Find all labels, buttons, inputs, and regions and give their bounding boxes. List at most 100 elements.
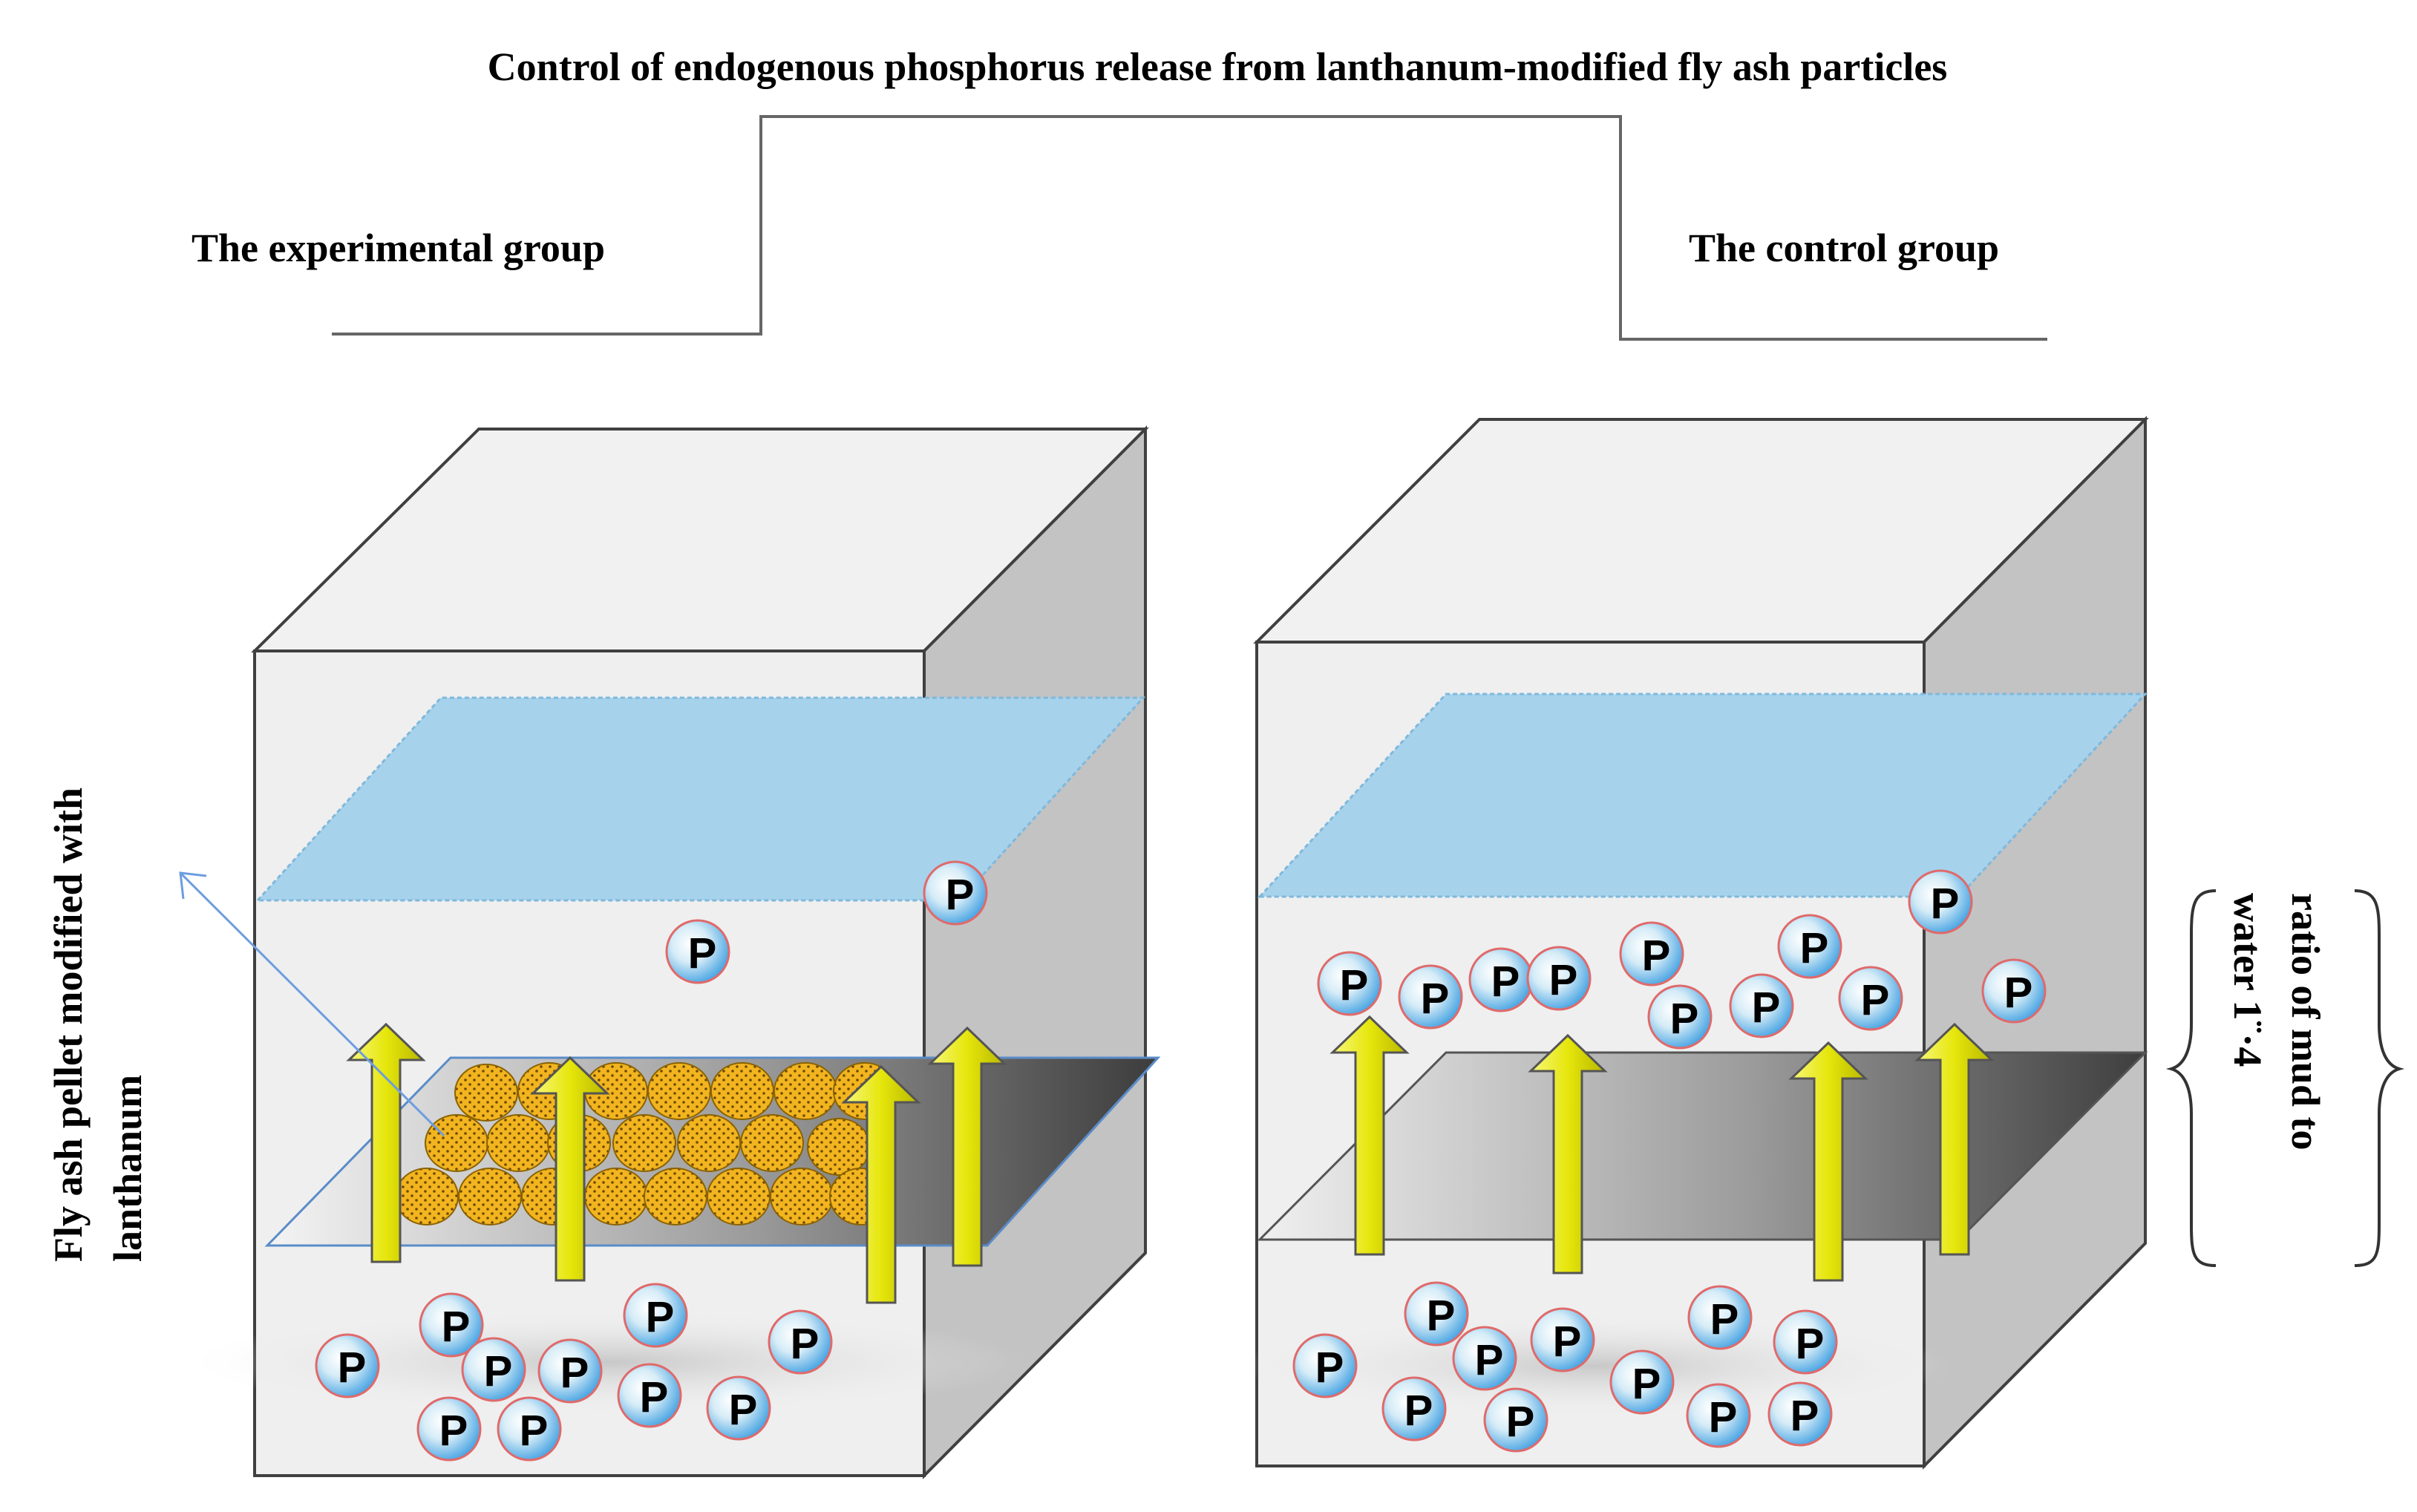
phosphorus-particle-icon: P	[416, 1396, 482, 1462]
particle-label: P	[2004, 969, 2033, 1017]
phosphorus-particle-icon: P	[1483, 1387, 1548, 1453]
particle-label: P	[1632, 1360, 1661, 1408]
phosphorus-particle-icon: P	[315, 1333, 380, 1398]
phosphorus-particle-icon: P	[1687, 1285, 1753, 1350]
fly-ash-pellet-icon	[677, 1114, 741, 1172]
ratio-label-line2: water 1¨·4	[2225, 893, 2270, 1067]
particle-label: P	[791, 1320, 820, 1368]
fly-ash-pellet-icon	[740, 1114, 804, 1172]
phosphorus-particle-icon: P	[1647, 984, 1713, 1050]
phosphorus-particle-icon: P	[1526, 946, 1592, 1011]
fly-ash-pellet-icon	[425, 1114, 488, 1172]
phosphorus-particle-icon: P	[1773, 1309, 1838, 1375]
particle-label: P	[1752, 984, 1781, 1032]
phosphorus-particle-icon: P	[1767, 1381, 1833, 1447]
particle-label: P	[1506, 1398, 1535, 1446]
phosphorus-particle-icon: P	[497, 1396, 562, 1462]
fly-ash-pellet-icon	[773, 1062, 837, 1120]
upward-arrow-icon	[530, 1056, 610, 1282]
phosphorus-particle-icon: P	[1777, 914, 1842, 979]
particle-label: P	[688, 929, 717, 978]
fly-ash-pellet-icon	[807, 1118, 871, 1176]
upward-arrow-group	[346, 1015, 1995, 1304]
fly-ash-pellet-icon	[612, 1114, 676, 1172]
particle-label: P	[1404, 1387, 1433, 1435]
pellet-label-line2: lanthanum	[105, 1075, 150, 1262]
upward-arrow-icon	[1788, 1041, 1868, 1282]
phosphorus-particle-icon: P	[1317, 951, 1382, 1016]
particle-label: P	[1553, 1318, 1582, 1366]
particle-label: P	[1790, 1392, 1819, 1440]
water-surface	[1257, 693, 2148, 898]
particle-label: P	[1861, 976, 1890, 1024]
phosphorus-particle-icon: P	[419, 1292, 484, 1358]
particle-label: P	[1710, 1295, 1739, 1344]
particle-label: P	[1549, 956, 1578, 1004]
phosphorus-particle-icon: P	[1404, 1281, 1469, 1346]
particle-label: P	[1642, 932, 1671, 980]
particle-label: P	[1340, 961, 1369, 1009]
water-surface	[255, 696, 1146, 902]
phosphorus-particle-icon: P	[1468, 947, 1534, 1012]
particle-label: P	[640, 1373, 669, 1421]
fly-ash-pellet-icon	[395, 1168, 459, 1225]
phosphorus-particle-icon: P	[1838, 966, 1903, 1031]
ratio-label-line1: ratio of mud to	[2283, 893, 2328, 1150]
particle-label: P	[1800, 924, 1829, 972]
pellet-pointer-arrowhead	[179, 871, 207, 900]
phosphorus-particle-icon: P	[1908, 869, 1973, 935]
phosphorus-particle-icon: P	[1398, 964, 1463, 1030]
particle-label: P	[439, 1407, 468, 1455]
phosphorus-particle-icon: P	[1609, 1349, 1675, 1415]
particle-label: P	[520, 1407, 549, 1455]
particle-label: P	[1421, 975, 1450, 1023]
fly-ash-pellet-icon	[644, 1168, 707, 1225]
particle-label: P	[1427, 1292, 1456, 1340]
phosphorus-particle-icon: P	[461, 1337, 526, 1402]
phosphorus-particle-icon: P	[1452, 1326, 1517, 1391]
phosphorus-particle-icon: P	[1381, 1376, 1447, 1441]
pellet-pointer-arrow	[179, 871, 445, 1137]
phosphorus-particle-icon: P	[537, 1338, 603, 1404]
phosphorus-particle-icon: P	[1619, 921, 1684, 986]
phosphorus-particle-icon: P	[665, 919, 730, 984]
particle-label: P	[946, 871, 975, 919]
particle-label: P	[1491, 958, 1520, 1006]
pellet-label-line1: Fly ash pellet modified with	[46, 788, 91, 1262]
upward-arrow-icon	[927, 1026, 1007, 1267]
upward-arrow-icon	[1528, 1033, 1608, 1274]
phosphorus-particle-icon: P	[706, 1375, 771, 1441]
phosphorus-particle-icon: P	[617, 1363, 682, 1428]
particle-label: P	[338, 1344, 367, 1392]
control-group-label: The control group	[1689, 226, 1999, 270]
upward-arrow-icon	[1329, 1015, 1410, 1256]
upward-arrow-icon	[1914, 1022, 1995, 1256]
phosphorus-particle-icon: P	[768, 1309, 833, 1375]
experimental-group-label: The experimental group	[192, 226, 605, 270]
diagram-title: Control of endogenous phosphorus release…	[488, 45, 1948, 89]
particle-label: P	[1670, 995, 1699, 1043]
particle-label: P	[1796, 1320, 1825, 1368]
fly-ash-pellet-icon	[770, 1168, 834, 1225]
upward-arrow-icon	[841, 1064, 921, 1304]
phosphorus-particle-icon: P	[1686, 1383, 1751, 1448]
particle-label: P	[1475, 1336, 1504, 1384]
particle-label: P	[560, 1349, 589, 1397]
phosphorus-particle-icon: P	[1981, 958, 2047, 1024]
particle-label: P	[646, 1293, 675, 1341]
fly-ash-pellet-icon	[458, 1168, 522, 1225]
particle-label: P	[729, 1386, 758, 1434]
fly-ash-pellet-icon	[584, 1168, 648, 1225]
fly-ash-pellet-layer	[395, 1062, 897, 1225]
curly-brace-icon	[2165, 889, 2217, 1267]
phosphorus-particle-icon: P	[623, 1283, 688, 1348]
phosphorus-particle-icon: P	[1530, 1307, 1595, 1372]
curly-brace-icon	[2354, 889, 2405, 1267]
fly-ash-pellet-icon	[710, 1062, 774, 1120]
group-bracket-line	[332, 115, 2047, 341]
fly-ash-pellet-icon	[454, 1064, 518, 1122]
particle-label: P	[1931, 880, 1960, 928]
fly-ash-pellet-icon	[647, 1062, 711, 1120]
phosphorus-particle-icon: P	[923, 860, 988, 926]
